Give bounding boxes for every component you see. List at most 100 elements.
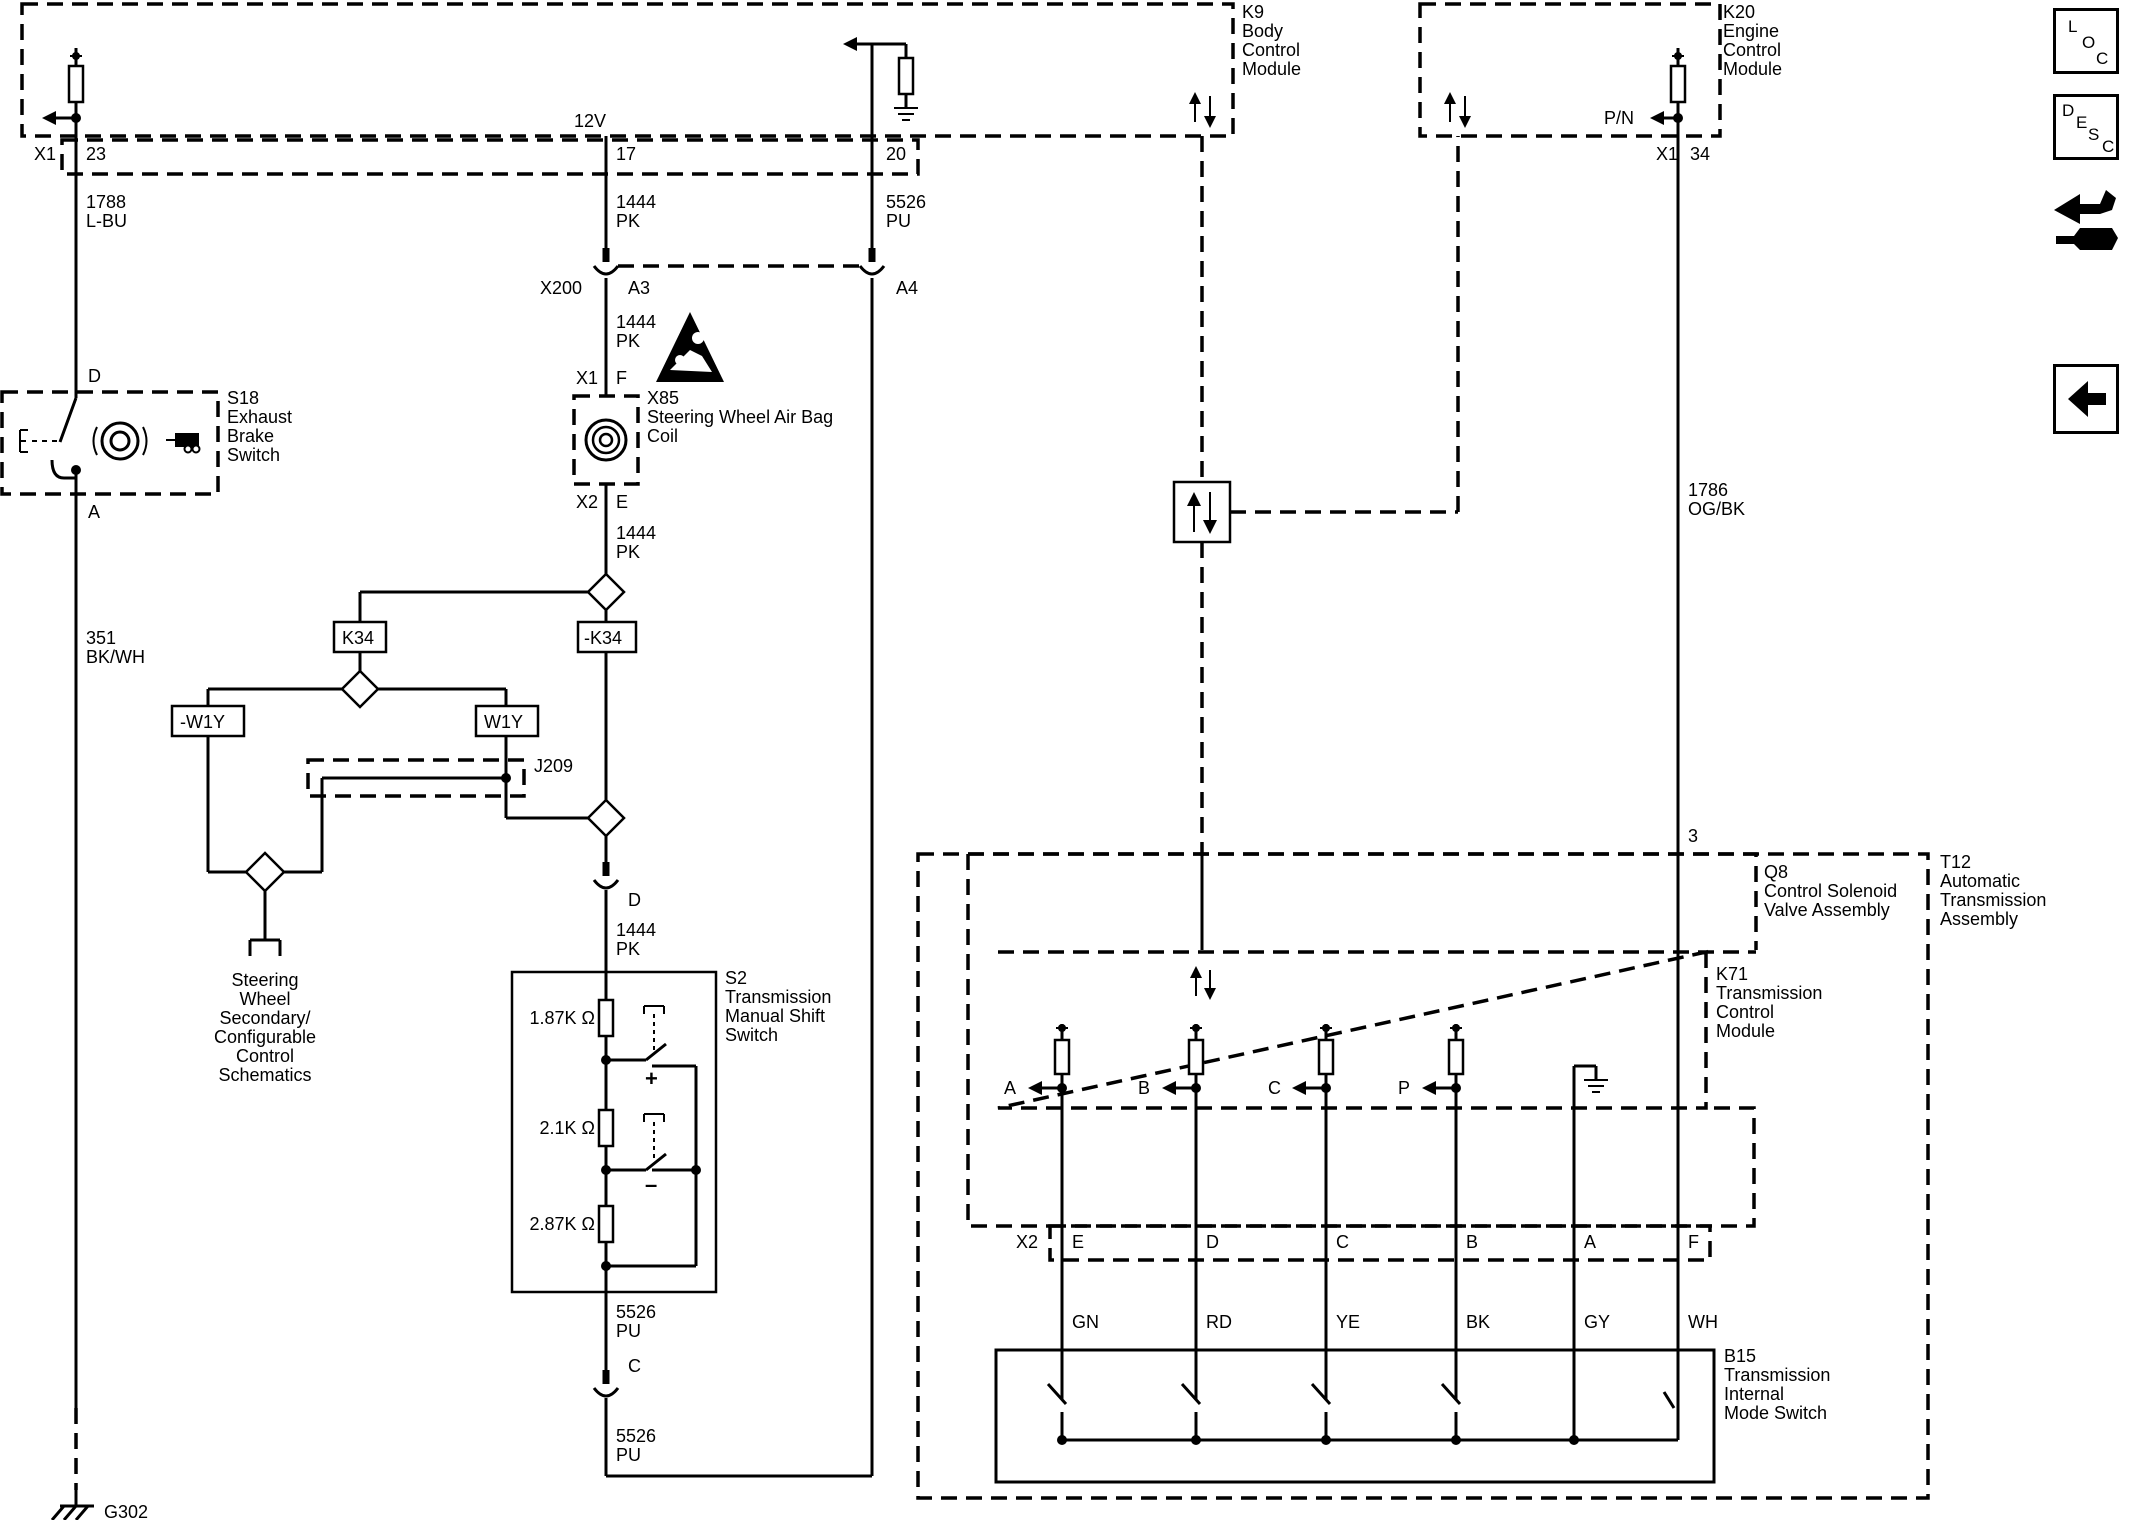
- connector-d: D: [628, 890, 641, 910]
- desc-c: C: [2102, 137, 2115, 156]
- wire-5526c-color: PU: [616, 1445, 641, 1465]
- k9-label-1: Body: [1242, 21, 1283, 41]
- b15-label-1: Transmission: [1724, 1365, 1830, 1385]
- x85-x2-label: X2: [576, 492, 598, 512]
- x85-ref: X85: [647, 388, 679, 408]
- wire-1444d-color: PK: [616, 939, 640, 959]
- connector-c: [592, 1370, 620, 1398]
- b15-wire-color: WH: [1688, 1312, 1718, 1332]
- x2-pin: B: [1466, 1232, 1478, 1252]
- q8-control-solenoid-valve-assembly: [966, 852, 1758, 1228]
- k20-pin-34: 34: [1690, 144, 1710, 164]
- s2-minus: –: [645, 1172, 657, 1197]
- s2-ref: S2: [725, 968, 747, 988]
- wire-5526b-color: PU: [616, 1321, 641, 1341]
- airbag-warning-icon: [656, 312, 724, 382]
- x85-label-1: Steering Wheel Air Bag: [647, 407, 833, 427]
- k71-label-2: Control: [1716, 1002, 1774, 1022]
- k71-input-label: C: [1268, 1078, 1281, 1098]
- option-w1y: W1Y: [484, 712, 523, 732]
- k71-input-a: A: [1004, 1024, 1071, 1400]
- x85-pin-e: E: [616, 492, 628, 512]
- steering-ref-4: Configurable: [214, 1027, 316, 1047]
- loc-button[interactable]: L O C: [2053, 8, 2119, 74]
- k71-input-c: C: [1268, 1024, 1335, 1400]
- k9-label-2: Control: [1242, 40, 1300, 60]
- s2-resistor-3: 2.87K Ω: [530, 1214, 596, 1234]
- k9-pin-23: 23: [86, 144, 106, 164]
- steering-ref-5: Control: [236, 1046, 294, 1066]
- back-arrow-icon: [2068, 381, 2106, 417]
- t12-pin-3: 3: [1688, 826, 1698, 846]
- k71-input-label: A: [1004, 1078, 1016, 1098]
- loc-o: O: [2082, 33, 2096, 52]
- k9-pin-20: 20: [886, 144, 906, 164]
- x200-pin-a3: A3: [628, 278, 650, 298]
- wire-1444c-color: PK: [616, 542, 640, 562]
- wire-1786-num: 1786: [1688, 480, 1728, 500]
- k71-label-1: Transmission: [1716, 983, 1822, 1003]
- option-not-k34: -K34: [584, 628, 622, 648]
- k71-input-label: P: [1398, 1078, 1410, 1098]
- k9-body-control-module: K9 Body Control Module 12V: [20, 2, 1301, 170]
- wire-1788-color: L-BU: [86, 211, 127, 231]
- loc-l: L: [2068, 17, 2078, 36]
- wire-1444d-num: 1444: [616, 920, 656, 940]
- x85-pin-f: F: [616, 368, 627, 388]
- g302-label: G302: [104, 1502, 148, 1520]
- wire-351-num: 351: [86, 628, 116, 648]
- lower-join-diamond: [586, 798, 626, 890]
- back-button[interactable]: [2053, 364, 2119, 434]
- k9-serial-data-arrows: [1189, 92, 1216, 128]
- s2-transmission-manual-shift-switch: [510, 970, 718, 1294]
- j209-splice: [284, 758, 526, 874]
- desc-d: D: [2062, 101, 2075, 120]
- k9-12v: 12V: [574, 111, 606, 131]
- x85-air-bag-coil: [572, 394, 640, 486]
- k9-ref: K9: [1242, 2, 1264, 22]
- steering-join-diamond: [244, 851, 286, 956]
- wire-1444c-num: 1444: [616, 523, 656, 543]
- b15-ref: B15: [1724, 1346, 1756, 1366]
- desc-s: S: [2088, 125, 2100, 144]
- wire-5526a-color: PU: [886, 211, 911, 231]
- k71-transmission-control-module: [997, 949, 1756, 1110]
- wire-5526a-num: 5526: [886, 192, 926, 212]
- k20-pn-label: P/N: [1604, 108, 1634, 128]
- k9-pin-17: 17: [616, 144, 636, 164]
- desc-button[interactable]: D E S C: [2053, 94, 2119, 160]
- connector-c-label: C: [628, 1356, 641, 1376]
- b15-wire-color: RD: [1206, 1312, 1232, 1332]
- loc-c: C: [2096, 49, 2109, 68]
- k20-engine-control-module: K20 Engine Control Module: [1418, 2, 1782, 150]
- s18-pin-d: D: [88, 366, 101, 386]
- q8-label-1: Control Solenoid: [1764, 881, 1897, 901]
- s2-label-2: Manual Shift: [725, 1006, 825, 1026]
- s18-pin-a: A: [88, 502, 100, 522]
- k20-label-2: Control: [1723, 40, 1781, 60]
- b15-transmission-internal-mode-switch: [994, 1348, 1716, 1484]
- k71-input-p: P: [1398, 1024, 1465, 1400]
- connector-tool-icon[interactable]: [2050, 180, 2122, 260]
- s18-label-1: Exhaust: [227, 407, 292, 427]
- s2-resistor-1: 1.87K Ω: [530, 1008, 596, 1028]
- k9-x1-label: X1: [34, 144, 56, 164]
- k20-ref: K20: [1723, 2, 1755, 22]
- b15-label-3: Mode Switch: [1724, 1403, 1827, 1423]
- s2-plus: +: [645, 1066, 658, 1091]
- k71-label-3: Module: [1716, 1021, 1775, 1041]
- wire-5526c-num: 5526: [616, 1426, 656, 1446]
- b15-wire-color: GY: [1584, 1312, 1610, 1332]
- b15-wire-color: YE: [1336, 1312, 1360, 1332]
- steering-ref-2: Wheel: [239, 989, 290, 1009]
- x2-pin: E: [1072, 1232, 1084, 1252]
- x2-label: X2: [1016, 1232, 1038, 1252]
- j209-label: J209: [534, 756, 573, 776]
- wire-1444a-num: 1444: [616, 192, 656, 212]
- t12-label-2: Transmission: [1940, 890, 2046, 910]
- x2-pin: F: [1688, 1232, 1699, 1252]
- x200-label: X200: [540, 278, 582, 298]
- wire-1788-num: 1788: [86, 192, 126, 212]
